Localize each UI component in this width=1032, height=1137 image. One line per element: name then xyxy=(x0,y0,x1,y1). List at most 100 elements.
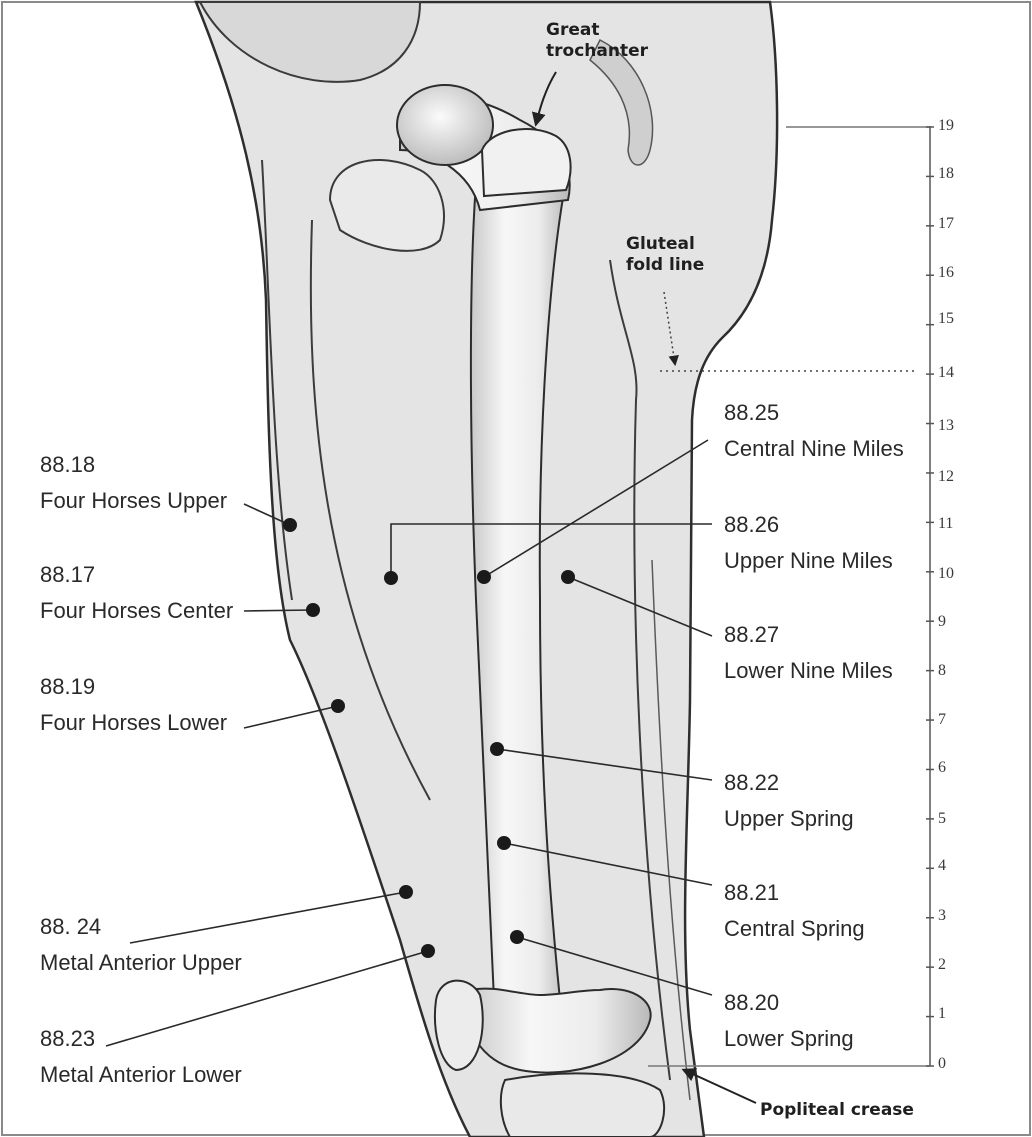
leader-88-21 xyxy=(503,842,713,886)
patella-shape xyxy=(434,979,484,1072)
scale-tick-7: 7 xyxy=(938,711,946,728)
leader-88-26 xyxy=(390,523,712,578)
scale-tick-marks xyxy=(926,126,934,1067)
gluteal-fold-line-1: Gluteal xyxy=(626,234,695,254)
point-name: Four Horses Lower xyxy=(40,710,228,735)
point-name: Lower Nine Miles xyxy=(724,658,893,683)
greater-trochanter-bone xyxy=(480,128,572,198)
scale-tick-18: 18 xyxy=(938,165,954,182)
point-label-88-23: 88.23 Metal Anterior Lower xyxy=(40,1026,242,1088)
point-dot-88-26 xyxy=(384,571,398,585)
point-label-88-27: 88.27 Lower Nine Miles xyxy=(724,622,893,684)
leader-lines xyxy=(105,439,713,1047)
point-name: Metal Anterior Upper xyxy=(40,950,242,975)
muscle-line-inner xyxy=(309,219,431,801)
scale-tick-4: 4 xyxy=(938,857,946,874)
scale-tick-8: 8 xyxy=(938,662,946,679)
scale-tick-9: 9 xyxy=(938,613,946,630)
acupoint-dots xyxy=(283,518,575,958)
scale-tick-14: 14 xyxy=(938,364,954,381)
popliteal-crease-label: Popliteal crease xyxy=(760,1100,914,1120)
point-label-88-22: 88.22 Upper Spring xyxy=(724,770,854,832)
scale-tick-11: 11 xyxy=(938,515,954,532)
point-dot-88-24 xyxy=(399,885,413,899)
point-name: Central Spring xyxy=(724,916,865,941)
point-label-88-26: 88.26 Upper Nine Miles xyxy=(724,512,893,574)
point-dot-88-17 xyxy=(306,603,320,617)
point-code: 88. 24 xyxy=(40,914,102,939)
great-trochanter-line-2: trochanter xyxy=(546,41,648,61)
point-name: Lower Spring xyxy=(724,1026,854,1051)
femur-condyles xyxy=(465,987,652,1074)
point-code: 88.20 xyxy=(724,990,780,1015)
point-name: Upper Nine Miles xyxy=(724,548,893,573)
great-trochanter-label: Great trochanter xyxy=(546,20,648,62)
leader-88-25 xyxy=(483,439,709,578)
gluteal-fold-line-2: fold line xyxy=(626,255,705,275)
point-dot-88-22 xyxy=(490,742,504,756)
point-label-88-17: 88.17 Four Horses Center xyxy=(40,562,233,624)
point-dot-88-21 xyxy=(497,836,511,850)
leader-88-24 xyxy=(129,891,407,944)
leader-88-20 xyxy=(516,936,713,996)
point-code: 88.17 xyxy=(40,562,96,587)
point-name: Four Horses Upper xyxy=(40,488,228,513)
scale-tick-5: 5 xyxy=(938,810,946,827)
scale-tick-17: 17 xyxy=(938,215,954,232)
leader-88-23 xyxy=(105,950,429,1047)
point-code: 88.21 xyxy=(724,880,780,905)
scale-tick-15: 15 xyxy=(938,310,954,327)
point-dot-88-20 xyxy=(510,930,524,944)
scale-tick-3: 3 xyxy=(938,907,946,924)
point-dot-88-25 xyxy=(477,570,491,584)
leader-88-27 xyxy=(567,576,713,637)
scale-tick-16: 16 xyxy=(938,264,954,281)
point-label-88-21: 88.21 Central Spring xyxy=(724,880,865,942)
leader-88-19 xyxy=(243,705,339,729)
point-code: 88.18 xyxy=(40,452,96,477)
point-dot-88-19 xyxy=(331,699,345,713)
point-name: Metal Anterior Lower xyxy=(40,1062,242,1087)
point-dot-88-23 xyxy=(421,944,435,958)
scale-tick-2: 2 xyxy=(938,956,946,973)
muscle-line-posterior-2 xyxy=(651,559,691,1101)
tibia-top xyxy=(499,1072,666,1137)
leader-88-18 xyxy=(243,503,291,526)
popliteal-crease-arrow xyxy=(681,1068,757,1104)
scale-tick-12: 12 xyxy=(938,468,954,485)
leader-88-17 xyxy=(243,609,314,612)
femur-head xyxy=(396,84,494,166)
point-dot-88-18 xyxy=(283,518,297,532)
leader-88-22 xyxy=(496,748,713,781)
scale-tick-1: 1 xyxy=(938,1005,946,1022)
scale-tick-13: 13 xyxy=(938,417,954,434)
point-dot-88-27 xyxy=(561,570,575,584)
point-label-88-24: 88. 24 Metal Anterior Upper xyxy=(40,914,242,976)
point-code: 88.27 xyxy=(724,622,780,647)
ischium-shape xyxy=(328,159,445,252)
point-code: 88.23 xyxy=(40,1026,96,1051)
scale-tick-6: 6 xyxy=(938,759,946,776)
great-trochanter-line-1: Great xyxy=(546,20,600,40)
point-name: Four Horses Center xyxy=(40,598,234,623)
point-name: Upper Spring xyxy=(724,806,854,831)
point-label-88-20: 88.20 Lower Spring xyxy=(724,990,854,1052)
point-code: 88.19 xyxy=(40,674,96,699)
pelvis-shape xyxy=(198,0,422,83)
point-code: 88.25 xyxy=(724,400,780,425)
scale-tick-0: 0 xyxy=(938,1055,946,1072)
point-label-88-18: 88.18 Four Horses Upper xyxy=(40,452,227,514)
sacrum-shape xyxy=(589,38,654,166)
point-name: Central Nine Miles xyxy=(724,436,904,461)
point-code: 88.26 xyxy=(724,512,780,537)
great-trochanter-arrow xyxy=(531,71,557,127)
gluteal-fold-arrow xyxy=(663,291,679,367)
scale-tick-19: 19 xyxy=(938,117,954,134)
point-label-88-25: 88.25 Central Nine Miles xyxy=(724,400,904,462)
muscle-line-posterior xyxy=(609,259,671,1081)
scale-tick-10: 10 xyxy=(938,565,954,582)
point-code: 88.22 xyxy=(724,770,780,795)
point-label-88-19: 88.19 Four Horses Lower xyxy=(40,674,227,736)
